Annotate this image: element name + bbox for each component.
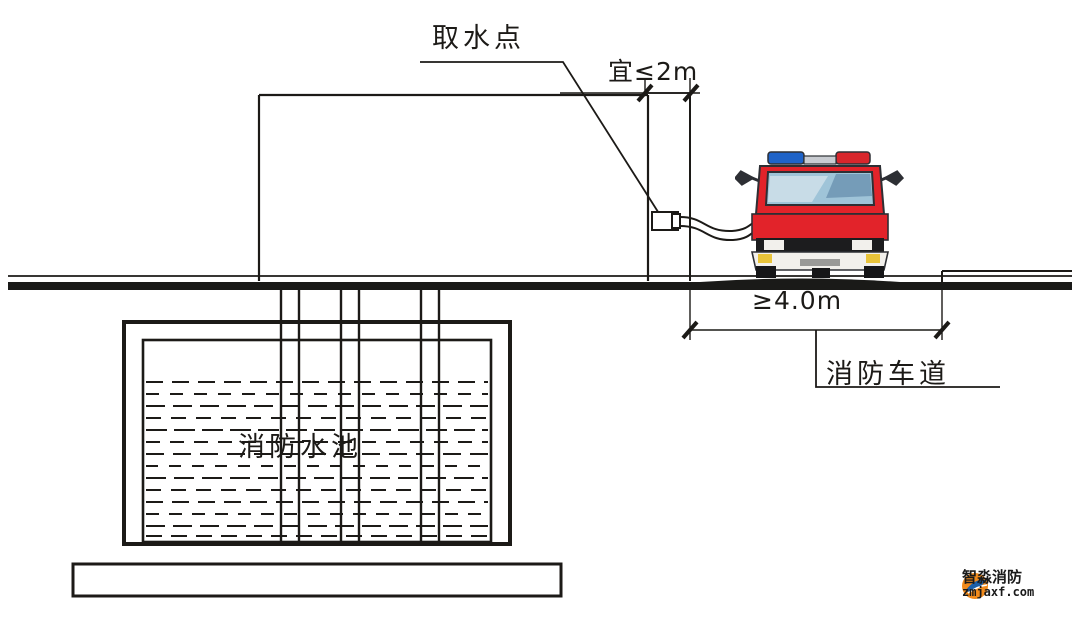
label-fire-lane: 消防车道 [826,359,950,390]
watermark-logo-icon [962,573,988,599]
pool-foundation-slab [71,562,563,598]
leader-line-fire-lane [815,330,1000,388]
pool-outer-wall [122,320,512,546]
leader-line-intake [420,61,661,216]
watermark-url: zmjaxf.com [962,584,1035,599]
label-intake-point: 取水点 [432,23,525,54]
suction-pipe-flange [651,211,681,231]
dimension-line-top [560,78,700,103]
label-dimension-road-width: ≥4.0m [752,286,843,315]
pool-water-hatch [146,381,488,537]
lane-edge-step [941,270,1072,282]
label-fire-water-pool: 消防水池 [238,432,362,463]
watermark-text: 智淼消防 zmjaxf.com [962,568,1035,599]
ground-line [8,275,1072,290]
riser-pipes [279,290,441,543]
label-dimension-top: 宜≤2m [608,57,699,86]
watermark: 智淼消防 zmjaxf.com [962,568,1035,599]
enclosure-outline [257,93,650,281]
pool-inner-wall [141,338,493,544]
suction-riser-pipe [647,95,691,281]
watermark-brand: 智淼消防 [962,568,1023,586]
fire-truck [735,151,905,278]
